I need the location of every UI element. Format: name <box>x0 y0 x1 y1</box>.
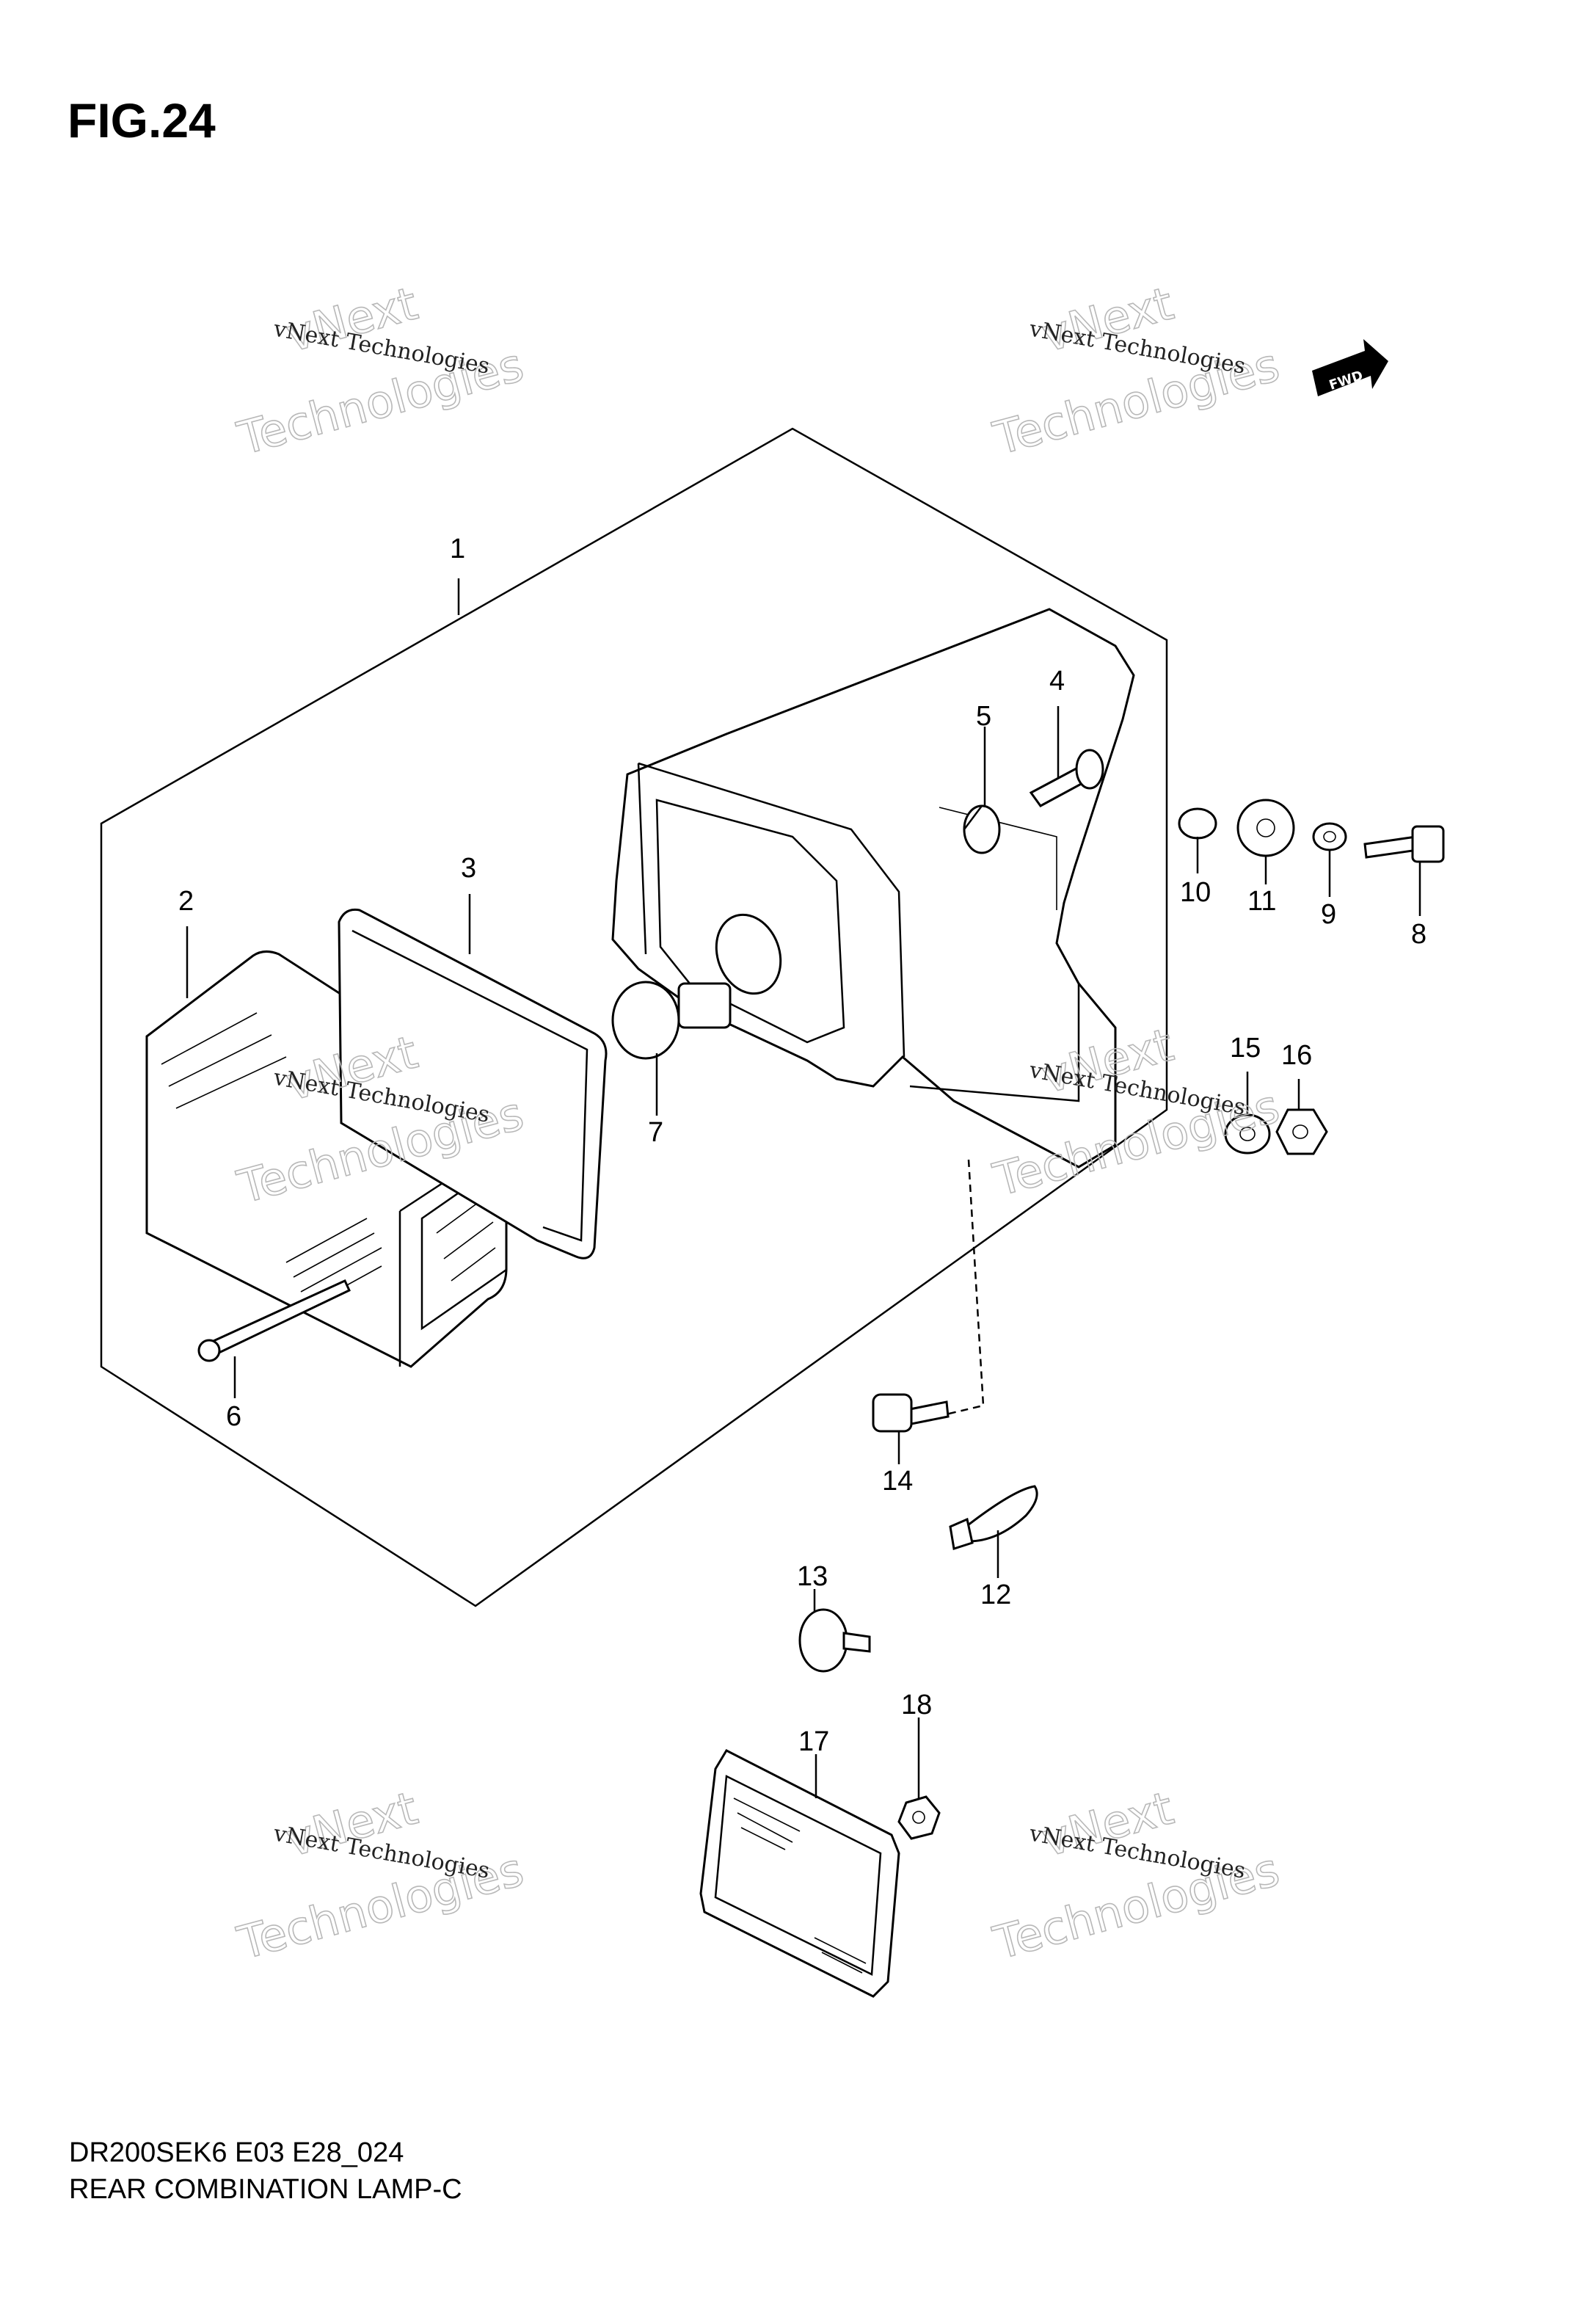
callout-2: 2 <box>178 886 194 917</box>
figure-title: FIG.24 <box>68 93 216 148</box>
watermark-bottom-right: vNext Technologies vNext Technologies <box>987 1781 1285 1971</box>
assembly-boundary <box>100 427 1168 1607</box>
diagram-name: REAR COMBINATION LAMP-C <box>69 2174 462 2205</box>
callout-4: 4 <box>1049 666 1065 697</box>
nut-part <box>1275 1108 1328 1155</box>
mount-bolt-part <box>872 1159 985 1433</box>
small-bulb-part <box>949 1485 1038 1550</box>
clip-part <box>798 1608 871 1673</box>
callout-16: 16 <box>1281 1040 1312 1071</box>
callout-18: 18 <box>901 1690 932 1720</box>
nut-2-part <box>897 1795 941 1840</box>
callout-3: 3 <box>461 853 476 884</box>
callout-17: 17 <box>798 1726 829 1757</box>
callout-13: 13 <box>797 1561 828 1592</box>
fwd-arrow-icon: FWD <box>1312 339 1388 396</box>
callout-11: 11 <box>1247 886 1276 917</box>
reflector-part <box>699 1749 900 1998</box>
watermark-top-right: vNext Technologies vNext Technologies <box>987 276 1285 466</box>
callout-1: 1 <box>450 534 465 564</box>
gasket-part <box>338 908 608 1259</box>
callout-10: 10 <box>1180 877 1211 908</box>
watermark-bottom-left: vNext Technologies vNext Technologies <box>231 1781 529 1971</box>
lamp-housing-part <box>611 608 1135 1168</box>
screw-part <box>197 1279 351 1362</box>
cushion-part <box>1236 799 1295 857</box>
callout-6: 6 <box>226 1401 241 1432</box>
callout-14: 14 <box>882 1466 913 1497</box>
callout-12: 12 <box>980 1579 1011 1610</box>
bolt-part <box>1029 749 1104 807</box>
bolt-2-part <box>1363 825 1445 863</box>
callout-5: 5 <box>976 701 991 732</box>
callout-15: 15 <box>1230 1033 1261 1064</box>
collar-part <box>963 804 1001 854</box>
bulb-part <box>611 981 732 1060</box>
callout-9: 9 <box>1321 899 1336 930</box>
callout-7: 7 <box>648 1117 663 1148</box>
callout-8: 8 <box>1411 919 1426 950</box>
collar-2-part <box>1178 807 1217 840</box>
watermark-top-left: vNext Technologies vNext Technologies <box>231 276 529 466</box>
model-code: DR200SEK6 E03 E28_024 <box>69 2137 404 2168</box>
callout-labels: 1 2 3 4 5 6 7 8 9 10 11 12 13 14 15 16 1… <box>178 534 1426 1757</box>
leader-lines <box>186 578 1421 1798</box>
washer-part <box>1312 822 1347 851</box>
